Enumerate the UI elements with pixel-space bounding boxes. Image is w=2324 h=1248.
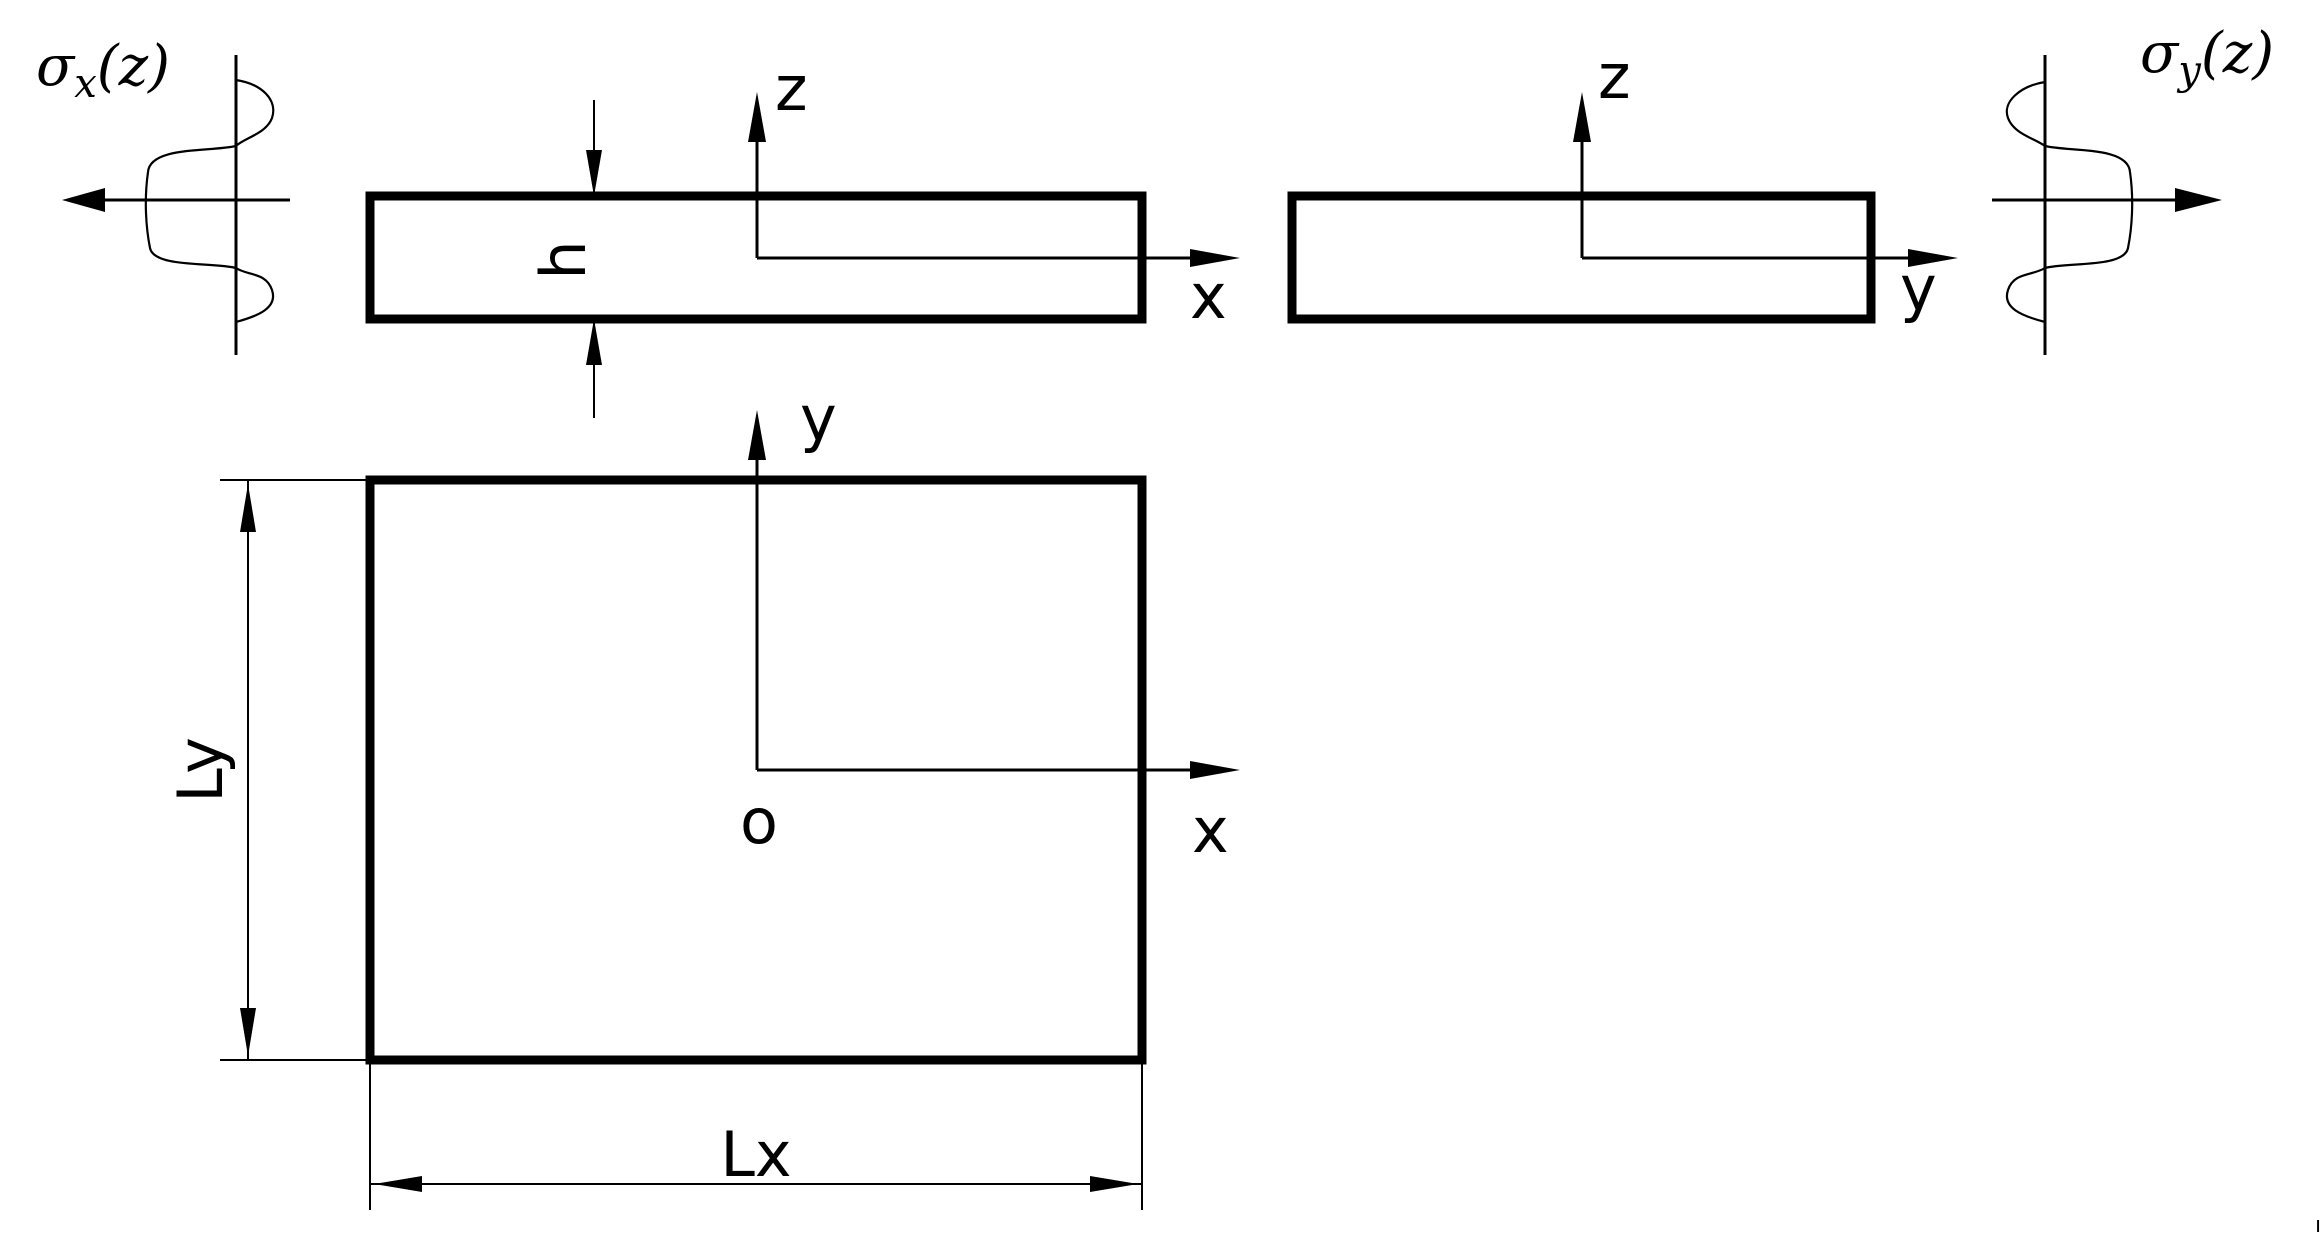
top-x-arrow <box>1190 761 1240 779</box>
lx-arrow-left <box>374 1176 422 1192</box>
lx-label: Lx <box>720 1118 791 1191</box>
corner-mark: ı <box>2315 1213 2321 1238</box>
stress-x-label: σx(z) <box>36 34 170 107</box>
side-yz-z-label: z <box>1598 40 1631 113</box>
stress-x-curve <box>144 78 275 324</box>
thickness-upper-arrow <box>586 150 602 196</box>
side-view-yz: z y <box>1287 40 1958 325</box>
top-view: y x o Ly Lx <box>164 382 1240 1210</box>
side-yz-y-label: y <box>1900 252 1937 325</box>
stress-y-arrow <box>2175 188 2222 212</box>
thickness-lower-arrow <box>586 319 602 365</box>
top-y-label: y <box>800 382 837 455</box>
side-xz-z-label: z <box>775 52 808 125</box>
top-x-label: x <box>1192 794 1229 867</box>
stress-x-arrow <box>62 188 105 212</box>
stress-profile-y: σy(z) <box>1992 21 2274 355</box>
ly-label: Ly <box>164 737 237 803</box>
side-xz-z-arrow <box>748 92 766 142</box>
side-yz-y-arrow <box>1908 249 1958 267</box>
stress-y-curve <box>2005 80 2134 324</box>
side-xz-x-label: x <box>1190 260 1227 333</box>
origin-label: o <box>740 785 778 858</box>
side-xz-x-arrow <box>1190 249 1240 267</box>
lx-arrow-right <box>1090 1176 1138 1192</box>
thickness-label: h <box>527 240 600 279</box>
ly-arrow-bottom <box>240 1008 256 1056</box>
stress-profile-x: σx(z) <box>36 34 290 355</box>
stress-y-label: σy(z) <box>2140 21 2274 94</box>
top-y-arrow <box>748 410 766 460</box>
side-view-xz: z x h <box>365 52 1240 418</box>
ly-arrow-top <box>240 484 256 532</box>
side-yz-z-arrow <box>1573 92 1591 142</box>
